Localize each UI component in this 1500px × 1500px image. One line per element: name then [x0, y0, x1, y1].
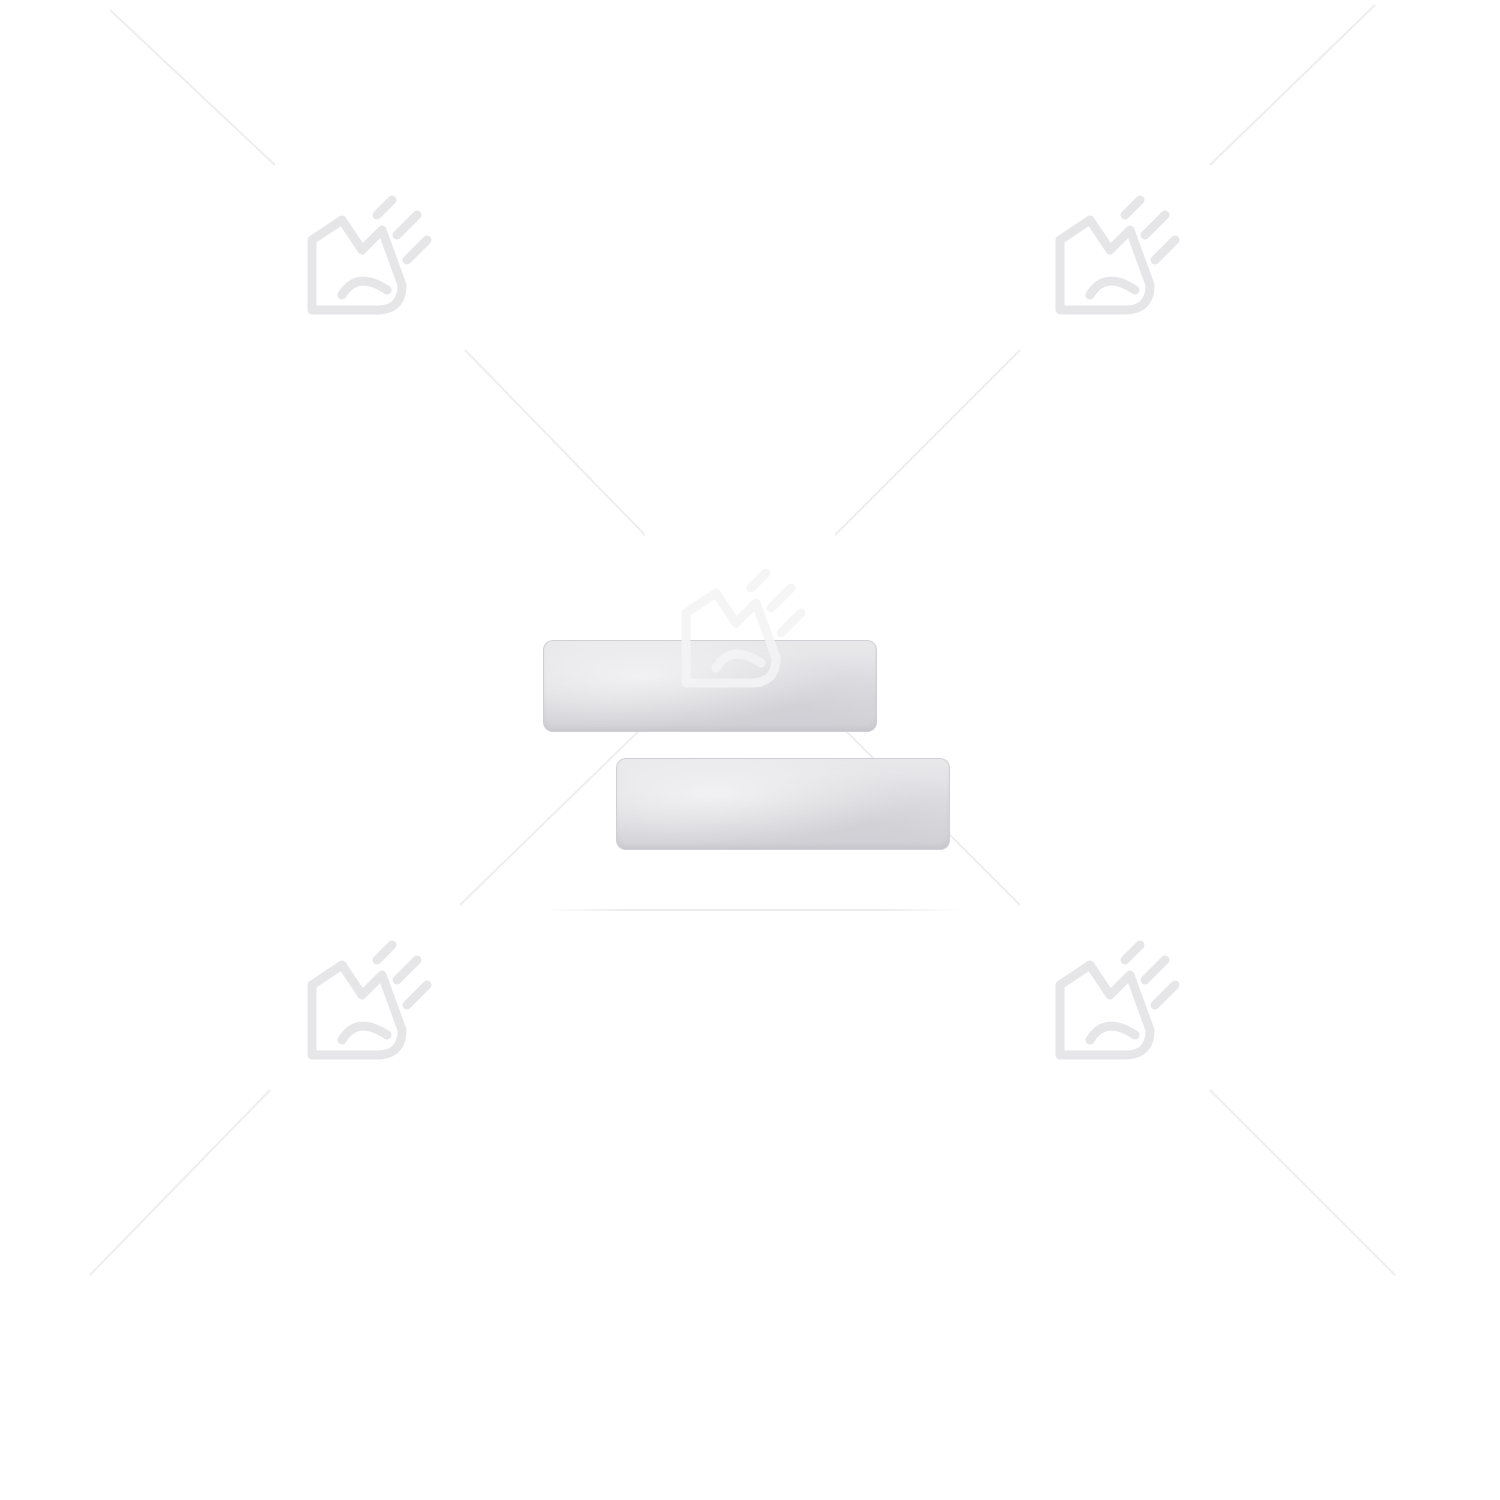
roller-cover-bottom	[616, 758, 950, 850]
floor-shadow-line	[543, 909, 963, 911]
brush-logo-icon	[1055, 195, 1180, 315]
brush-logo-icon	[681, 568, 806, 688]
brush-logo-icon	[307, 940, 432, 1060]
brush-logo-icon	[1055, 940, 1180, 1060]
brush-logo-icon	[307, 195, 432, 315]
